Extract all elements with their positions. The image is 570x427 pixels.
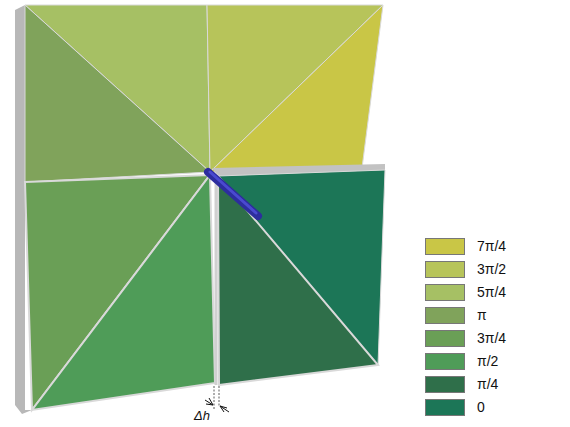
legend-text: 5π/4: [477, 284, 506, 300]
legend-row: π: [425, 306, 487, 324]
legend-swatch: [425, 353, 465, 370]
sector-pi2: [32, 175, 215, 410]
legend-swatch: [425, 376, 465, 393]
legend-swatch: [425, 261, 465, 278]
rod-highlight: [210, 172, 256, 213]
legend-swatch: [425, 284, 465, 301]
legend-text: π: [477, 307, 487, 323]
sector-3pi2: [207, 5, 383, 172]
legend-row: 3π/4: [425, 329, 506, 347]
legend-text: π/2: [477, 353, 498, 369]
dimension-arrow: [220, 406, 229, 412]
rod: [208, 172, 258, 216]
dimension-line: [219, 386, 220, 406]
legend-row: π/2: [425, 352, 498, 370]
legend-text: π/4: [477, 376, 498, 392]
legend-swatch: [425, 307, 465, 324]
dimension-arrow: [205, 398, 213, 405]
legend-text: 3π/2: [477, 261, 506, 277]
legend-swatch: [425, 330, 465, 347]
legend-row: 7π/4: [425, 237, 506, 255]
legend-row: 0: [425, 398, 485, 416]
legend-swatch: [425, 238, 465, 255]
sector-7pi4: [210, 5, 383, 172]
sector-pi: [25, 5, 210, 182]
dimension-label: Δh: [194, 408, 210, 423]
legend-swatch: [425, 399, 465, 416]
legend-row: π/4: [425, 375, 498, 393]
dimension-line: [214, 386, 215, 410]
legend-text: 0: [477, 399, 485, 415]
legend-row: 5π/4: [425, 283, 506, 301]
step-edge: [215, 176, 218, 385]
sector-pi4: [218, 176, 378, 385]
legend-text: 7π/4: [477, 238, 506, 254]
legend-row: 3π/2: [425, 260, 506, 278]
legend-text: 3π/4: [477, 330, 506, 346]
